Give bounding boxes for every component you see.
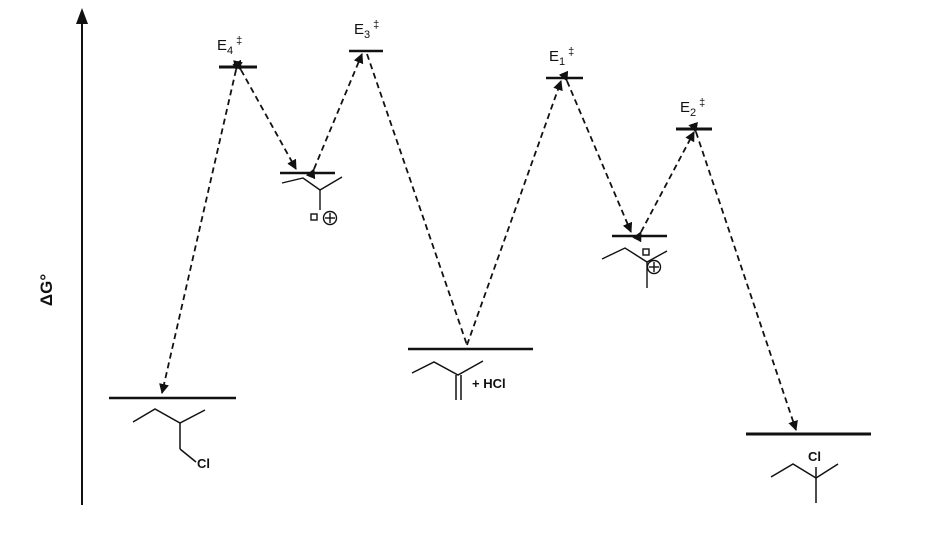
- ts-label-e3: E3‡: [354, 19, 379, 41]
- arrow-e3-reactants: [366, 53, 468, 346]
- arrow-secondary-e3: [305, 53, 364, 180]
- arrow-e1-tertiary: [558, 70, 633, 233]
- reaction-arrows: [159, 53, 798, 431]
- y-axis-arrowhead: [76, 8, 88, 24]
- structure-tertiary-chloride: [770, 463, 839, 503]
- structure-alkene: [411, 360, 484, 400]
- arrow-reactants-e1: [466, 80, 563, 346]
- arrow-tertiary-e2: [632, 131, 695, 243]
- y-axis-label: ΔG°: [37, 274, 56, 306]
- arrow-e4-primary: [159, 60, 243, 394]
- structure-secondary-carbocation: [281, 176, 343, 226]
- structure-tertiary-carbocation: [601, 247, 668, 288]
- ts-label-e2: E2‡: [680, 97, 705, 119]
- chloride-atom-label-left: Cl: [197, 456, 210, 471]
- reactants-hcl-label: + HCl: [472, 376, 506, 391]
- ts-label-e1: E1‡: [549, 46, 574, 68]
- structure-primary-chloride: [132, 408, 206, 463]
- ts-label-e4: E4‡: [217, 35, 242, 57]
- chloride-atom-label-right: Cl: [808, 449, 821, 464]
- arrow-e2-product: [688, 121, 798, 431]
- arrow-e4-secondary: [232, 59, 297, 170]
